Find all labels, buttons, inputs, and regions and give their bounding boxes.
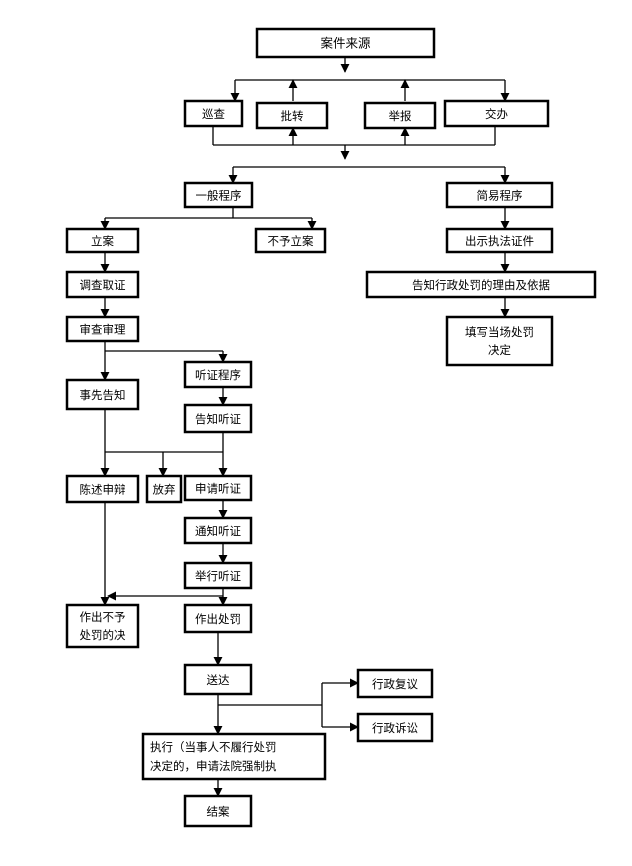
- node-execute: 执行（当事人不履行处罚 决定的，申请法院强制执: [141, 732, 327, 781]
- node-case-source: 案件来源: [255, 27, 436, 59]
- node-assigned: 交办: [443, 99, 550, 128]
- inform-reasons-label: 告知行政处罚的理由及依据: [412, 278, 550, 292]
- node-notice-hearing: 通知听证: [183, 516, 253, 545]
- deliver-label: 送达: [207, 673, 230, 687]
- review-label: 审查审理: [80, 323, 126, 337]
- node-hold-hearing: 举行听证: [183, 561, 253, 590]
- investigate-label: 调查取证: [80, 278, 126, 292]
- notice-hearing-label: 通知听证: [195, 524, 241, 538]
- node-admin-review: 行政复议: [356, 668, 434, 699]
- node-file-case: 立案: [65, 227, 140, 254]
- patrol-label: 巡查: [202, 107, 225, 121]
- apply-hearing-label: 申请听证: [195, 482, 241, 496]
- admin-review-label: 行政复议: [372, 677, 418, 691]
- node-notify-hearing: 告知听证: [183, 403, 253, 434]
- statement-defense-label: 陈述申辩: [80, 483, 126, 497]
- file-case-label: 立案: [91, 234, 114, 248]
- node-fill-decision: 填写当场处罚 决定: [445, 315, 554, 367]
- node-hearing-procedure: 听证程序: [183, 360, 253, 389]
- node-admin-litigation: 行政诉讼: [356, 712, 434, 743]
- execute-line-1: 执行（当事人不履行处罚: [150, 740, 277, 754]
- hold-hearing-label: 举行听证: [195, 569, 241, 583]
- node-review: 审查审理: [65, 315, 140, 343]
- node-statement-defense: 陈述申辩: [65, 474, 140, 504]
- show-credentials-label: 出示执法证件: [465, 234, 534, 248]
- node-prior-notice: 事先告知: [65, 378, 140, 411]
- node-investigate: 调查取证: [65, 270, 140, 299]
- assigned-label: 交办: [485, 107, 508, 121]
- node-close-case: 结案: [183, 794, 253, 828]
- no-file-case-label: 不予立案: [268, 234, 314, 248]
- node-apply-hearing: 申请听证: [183, 474, 253, 502]
- general-procedure-label: 一般程序: [196, 189, 242, 203]
- node-make-penalty: 作出处罚: [183, 603, 253, 634]
- no-penalty-decision-line-2: 处罚的决: [80, 628, 126, 642]
- make-penalty-label: 作出处罚: [195, 612, 241, 626]
- node-report: 举报: [363, 101, 437, 130]
- node-deliver: 送达: [183, 663, 253, 696]
- transfer-label: 批转: [281, 109, 304, 123]
- no-penalty-decision-line-1: 作出不予: [80, 610, 126, 624]
- report-label: 举报: [389, 109, 412, 123]
- node-simple-procedure: 简易程序: [445, 181, 554, 209]
- hearing-procedure-label: 听证程序: [195, 368, 241, 382]
- node-transfer: 批转: [255, 101, 329, 130]
- case-source-label: 案件来源: [320, 36, 371, 51]
- simple-procedure-label: 简易程序: [477, 189, 523, 203]
- close-case-label: 结案: [207, 805, 230, 819]
- waive-label: 放弃: [153, 483, 176, 497]
- fill-decision-line-2: 决定: [488, 343, 511, 357]
- fill-decision-line-1: 填写当场处罚: [465, 325, 534, 339]
- node-show-credentials: 出示执法证件: [445, 227, 554, 254]
- notify-hearing-label: 告知听证: [195, 412, 241, 426]
- connectors: [100, 57, 510, 797]
- node-no-penalty-decision: 作出不予 处罚的决: [65, 603, 140, 649]
- execute-line-2: 决定的，申请法院强制执: [150, 759, 277, 773]
- prior-notice-label: 事先告知: [80, 388, 126, 402]
- node-no-file-case: 不予立案: [254, 227, 327, 254]
- node-waive: 放弃: [145, 474, 183, 504]
- admin-litigation-label: 行政诉讼: [372, 721, 418, 735]
- node-general-procedure: 一般程序: [183, 181, 254, 209]
- node-inform-reasons: 告知行政处罚的理由及依据: [365, 270, 597, 299]
- node-patrol: 巡查: [183, 99, 244, 128]
